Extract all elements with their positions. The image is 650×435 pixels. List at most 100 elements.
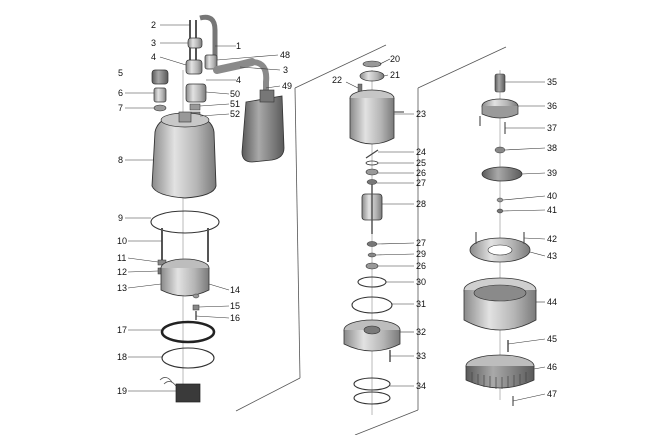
label-12: 12 — [117, 267, 127, 277]
label-41: 41 — [547, 205, 557, 215]
part-19-capacitor — [175, 383, 201, 403]
label-4-left: 4 — [151, 52, 156, 62]
part-34-ring-lower — [353, 391, 391, 405]
label-40: 40 — [547, 191, 557, 201]
part-27-washer-top — [366, 179, 378, 185]
label-30: 30 — [416, 277, 426, 287]
label-52: 52 — [230, 109, 240, 119]
float-switch-body — [241, 95, 285, 163]
label-17: 17 — [117, 325, 127, 335]
part-31-ring — [351, 296, 393, 314]
panel-mid-bottom-edge — [235, 377, 301, 412]
part-15-seal — [192, 304, 200, 311]
part-29-ring — [367, 252, 377, 258]
label-39: 39 — [547, 168, 557, 178]
label-25: 25 — [416, 158, 426, 168]
part-17-o-ring — [160, 320, 216, 344]
part-44-pump-casing — [463, 290, 537, 331]
part-26-bearing-top — [365, 168, 379, 176]
part-32-seal-housing — [343, 330, 401, 352]
part-18-ring — [161, 347, 215, 369]
part-1-handle — [199, 14, 218, 60]
part-49-float-cable — [213, 58, 256, 74]
part-labels: 2 3 4 5 6 7 8 9 10 11 12 13 17 18 19 1 4… — [117, 20, 557, 399]
label-47: 47 — [547, 389, 557, 399]
label-3-left: 3 — [151, 38, 156, 48]
part-14-washer — [192, 293, 200, 299]
panel-frames — [235, 44, 507, 435]
label-51: 51 — [230, 99, 240, 109]
float-cable-bend — [249, 59, 270, 99]
label-22: 22 — [332, 75, 342, 85]
strainer-slots — [471, 372, 527, 389]
label-23: 23 — [416, 109, 426, 119]
part-51-washer — [189, 103, 201, 111]
part-41-nut — [496, 208, 504, 214]
part-27-washer-bottom — [366, 241, 378, 247]
part-39-impeller-disc — [481, 166, 523, 182]
label-46: 46 — [547, 362, 557, 372]
label-27-bottom: 27 — [416, 238, 426, 248]
label-44: 44 — [547, 297, 557, 307]
label-8: 8 — [118, 155, 123, 165]
float-switch-cap — [259, 89, 275, 103]
housing-top-boss — [178, 111, 192, 123]
label-11: 11 — [117, 253, 126, 263]
label-34: 34 — [416, 381, 426, 391]
label-7: 7 — [118, 103, 123, 113]
part-24-spring — [365, 149, 379, 159]
part-9-gasket-ring — [150, 210, 220, 234]
label-10: 10 — [117, 236, 127, 246]
part-46-strainer-base — [465, 366, 535, 389]
label-9: 9 — [118, 213, 123, 223]
label-38: 38 — [547, 143, 557, 153]
part-23-stator — [349, 98, 395, 145]
label-35: 35 — [547, 77, 557, 87]
panel-mid-left-edge — [294, 87, 301, 379]
label-26-top: 26 — [416, 168, 426, 178]
part-40-washer — [496, 197, 504, 203]
panel-right-bottom-edge — [354, 409, 419, 435]
label-26-bottom: 26 — [416, 261, 426, 271]
label-14: 14 — [230, 285, 240, 295]
label-37: 37 — [547, 123, 557, 133]
label-42: 42 — [547, 234, 557, 244]
label-16: 16 — [230, 313, 240, 323]
diffuser-bore — [487, 244, 513, 256]
label-2: 2 — [151, 20, 156, 30]
label-29: 29 — [416, 249, 426, 259]
part-6-plug-insert — [153, 87, 167, 103]
label-18: 18 — [117, 352, 127, 362]
part-20-cap — [362, 60, 382, 68]
label-19: 19 — [117, 386, 127, 396]
part-4-gland-nut — [185, 59, 203, 75]
part-5-plug-nut — [151, 69, 169, 85]
label-43: 43 — [547, 251, 557, 261]
label-32: 32 — [416, 327, 426, 337]
label-15: 15 — [230, 301, 240, 311]
label-49: 49 — [282, 81, 292, 91]
part-3-cable-gland — [187, 37, 203, 49]
label-1: 1 — [236, 41, 241, 51]
part-21-bearing — [359, 70, 385, 82]
label-48: 48 — [280, 50, 290, 60]
pump-casing-inner — [473, 284, 527, 302]
part-34-ring-upper — [353, 377, 391, 391]
top-bracket-side — [481, 106, 519, 119]
panel-mid-top-edge — [294, 44, 387, 89]
label-13: 13 — [117, 283, 127, 293]
part-26-bearing-bottom — [365, 262, 379, 270]
left-assembly — [150, 14, 285, 403]
label-3-right: 3 — [283, 65, 288, 75]
label-20: 20 — [390, 54, 400, 64]
label-24: 24 — [416, 147, 426, 157]
label-27-top: 27 — [416, 178, 426, 188]
part-38-washer — [494, 146, 506, 154]
label-45: 45 — [547, 334, 557, 344]
label-4-right: 4 — [236, 75, 241, 85]
part-48-cable-gland — [204, 54, 218, 70]
part-7-o-ring — [153, 104, 167, 112]
label-50: 50 — [230, 89, 240, 99]
